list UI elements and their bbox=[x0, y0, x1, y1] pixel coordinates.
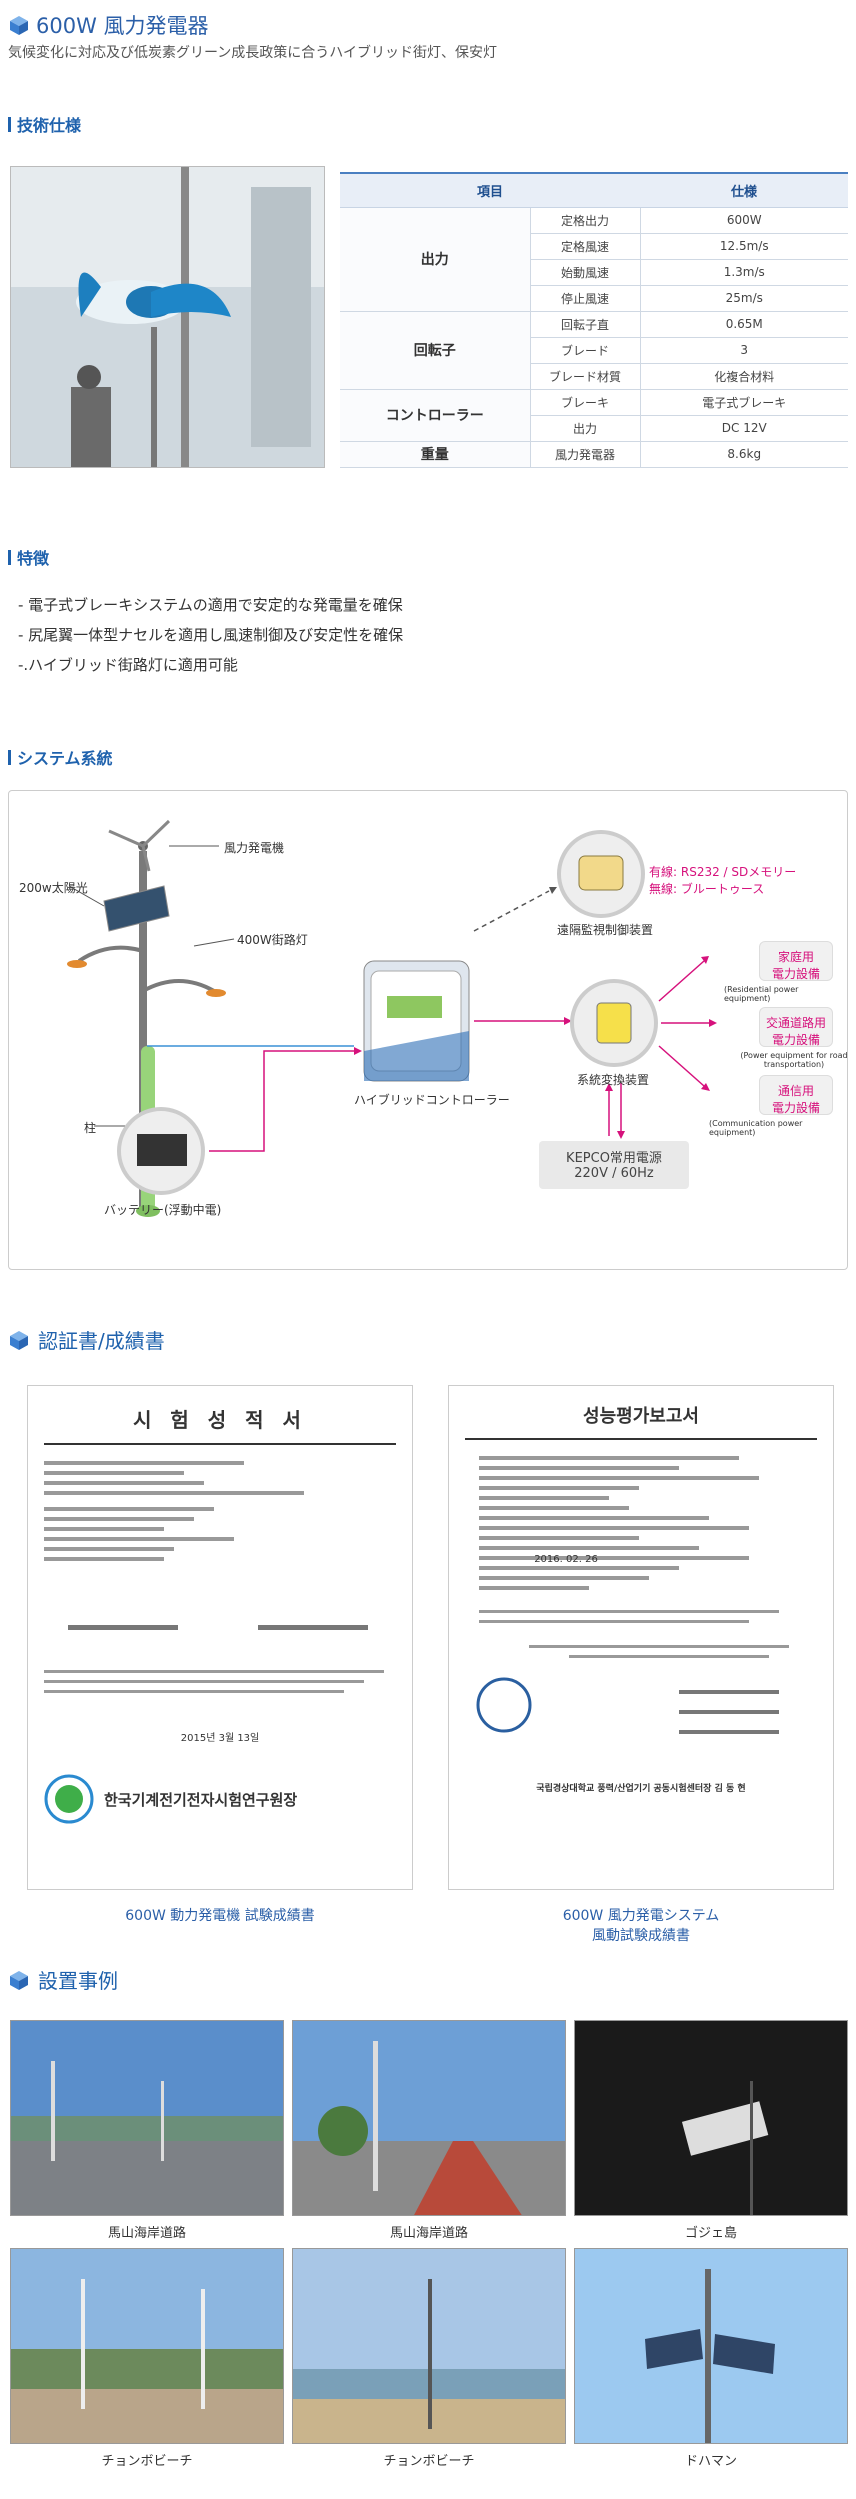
wind-label: 風力発電機 bbox=[224, 841, 285, 855]
load-residential: 家庭用電力設備 bbox=[759, 941, 833, 981]
system-diagram: 風力発電機 200w太陽光 400W街路灯 柱 バッテリー(浮動中電) ハイブリ… bbox=[8, 790, 848, 1270]
spec-value: 600W bbox=[640, 207, 848, 234]
spec-key: 始動風速 bbox=[530, 259, 641, 286]
cert-1-body bbox=[44, 1461, 384, 1693]
spec-key: ブレード材質 bbox=[530, 363, 641, 390]
cube-icon bbox=[10, 1970, 28, 1990]
solar-label: 200w太陽光 bbox=[19, 881, 88, 895]
cert-1-org: 한국기계전기전자시험연구원장 bbox=[104, 1790, 298, 1809]
section-features-title: 特徴 bbox=[8, 545, 49, 569]
feature-item: - 尻尾翼一体型ナセルを適用し風速制御及び安定性を確保 bbox=[18, 626, 404, 644]
converter-label: 系統変換装置 bbox=[577, 1073, 650, 1087]
feature-item: -.ハイブリッド街路灯に適用可能 bbox=[18, 656, 238, 674]
case-caption-6: ドハマン bbox=[684, 2454, 737, 2469]
load-residential-en: (Residential power equipment) bbox=[724, 985, 799, 1003]
spec-value: 8.6kg bbox=[640, 441, 848, 468]
cert-2-org: 국립경상대학교 풍력/산업기기 공동시험센터장 김 동 현 bbox=[536, 1784, 746, 1794]
cert-2-body bbox=[476, 1456, 789, 1734]
case-caption-4: チョンボビーチ bbox=[101, 2454, 193, 2469]
ktc-logo bbox=[44, 1774, 94, 1824]
cube-icon bbox=[10, 1330, 28, 1350]
spec-group: コントローラー bbox=[340, 389, 531, 442]
turbine-photo bbox=[10, 166, 325, 468]
cert-1-title: 시 험 성 적 서 bbox=[133, 1408, 307, 1432]
feature-item: - 電子式ブレーキシステムの適用で安定的な発電量を確保 bbox=[18, 596, 403, 614]
spec-value: DC 12V bbox=[640, 415, 848, 442]
spec-key: 出力 bbox=[530, 415, 641, 442]
spec-key: 風力発電器 bbox=[530, 441, 641, 468]
spec-key: 回転子直 bbox=[530, 311, 641, 338]
spec-head-value: 仕様 bbox=[640, 172, 848, 208]
spec-key: 定格風速 bbox=[530, 233, 641, 260]
spec-value: 化複合材料 bbox=[640, 363, 848, 390]
case-photo-6 bbox=[574, 2248, 848, 2444]
spec-value: 3 bbox=[640, 337, 848, 364]
section-certs-title: 認証書/成績書 bbox=[8, 1325, 165, 1354]
spec-value: 25m/s bbox=[640, 285, 848, 312]
spec-key: 定格出力 bbox=[530, 207, 641, 234]
load-road-en: (Power equipment for road transportation… bbox=[740, 1051, 848, 1069]
lamp-label: 400W街路灯 bbox=[237, 933, 308, 947]
cert-1-date: 2015년 3월 13일 bbox=[180, 1733, 260, 1744]
case-photo-5 bbox=[292, 2248, 566, 2444]
case-photo-3 bbox=[574, 2020, 848, 2216]
case-caption-3: ゴジェ島 bbox=[684, 2226, 737, 2241]
section-cases-title: 設置事例 bbox=[8, 1965, 118, 1994]
battery-label: バッテリー(浮動中電) bbox=[104, 1203, 222, 1217]
system-diagram-lines bbox=[67, 819, 717, 1217]
remote-label: 遠隔監視制御装置 bbox=[557, 923, 654, 937]
comm-label: 有線: RS232 / SDメモリー無線: ブルートゥース bbox=[649, 865, 797, 896]
load-road: 交通道路用電力設備 bbox=[759, 1007, 833, 1047]
page-title: 600W 風力発電器 bbox=[36, 14, 209, 38]
cube-icon bbox=[10, 16, 28, 35]
features-list: - 電子式ブレーキシステムの適用で安定的な発電量を確保 - 尻尾翼一体型ナセルを… bbox=[18, 590, 403, 680]
spec-value: 12.5m/s bbox=[640, 233, 848, 260]
cert-2-caption: 600W 風力発電システム風動試験成績書 bbox=[562, 1908, 720, 1944]
page-header: 600W 風力発電器 bbox=[8, 10, 209, 40]
controller-label: ハイブリッドコントローラー bbox=[354, 1093, 510, 1107]
case-photo-1 bbox=[10, 2020, 284, 2216]
spec-value: 1.3m/s bbox=[640, 259, 848, 286]
cert-1-caption: 600W 動力発電機 試験成績書 bbox=[125, 1908, 315, 1924]
page-subtitle: 気候変化に対応及び低炭素グリーン成長政策に合うハイブリッド街灯、保安灯 bbox=[8, 45, 498, 61]
spec-group: 重量 bbox=[340, 441, 531, 468]
case-caption-5: チョンボビーチ bbox=[383, 2454, 475, 2469]
spec-head-item: 項目 bbox=[340, 172, 640, 208]
cert-2-date: 2016. 02. 26 bbox=[534, 1554, 598, 1565]
case-caption-2: 馬山海岸道路 bbox=[389, 2226, 468, 2241]
case-caption-1: 馬山海岸道路 bbox=[107, 2226, 186, 2241]
load-comm-en: (Communication power equipment) bbox=[709, 1119, 803, 1137]
spec-group: 出力 bbox=[340, 207, 531, 312]
cert-doc-2: 성능평가보고서 2016. 02. 26 국립경상대학교 풍력/산업기기 공동시… bbox=[448, 1385, 834, 1890]
section-spec-title: 技術仕様 bbox=[8, 112, 81, 136]
cert-2-title: 성능평가보고서 bbox=[583, 1406, 699, 1427]
spec-value: 電子式ブレーキ bbox=[640, 389, 848, 416]
cert-doc-1: 시 험 성 적 서 2015년 3월 13일 한국기계전기전자시험연구원장 bbox=[27, 1385, 413, 1890]
pole-label: 柱 bbox=[84, 1121, 97, 1135]
spec-key: 停止風速 bbox=[530, 285, 641, 312]
spec-value: 0.65M bbox=[640, 311, 848, 338]
spec-group: 回転子 bbox=[340, 311, 531, 390]
case-photo-2 bbox=[292, 2020, 566, 2216]
case-photo-4 bbox=[10, 2248, 284, 2444]
load-comm: 通信用電力設備 bbox=[759, 1075, 833, 1115]
spec-key: ブレーキ bbox=[530, 389, 641, 416]
section-system-title: システム系統 bbox=[8, 745, 113, 769]
spec-key: ブレード bbox=[530, 337, 641, 364]
